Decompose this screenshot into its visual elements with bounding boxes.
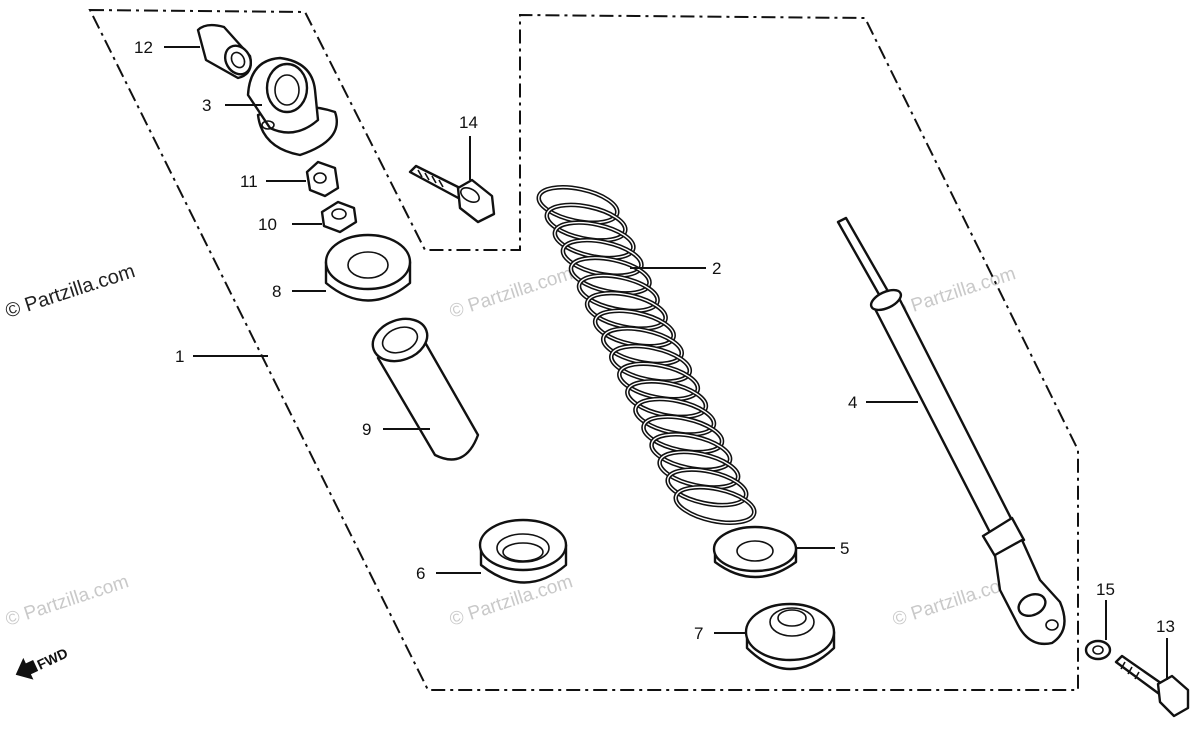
part-13-bolt: [1114, 654, 1190, 718]
part-7-lower-seat: [744, 602, 836, 671]
callout-12: 12: [134, 38, 153, 57]
forward-direction-indicator: FWD: [15, 645, 70, 680]
spring-coil-highlight: [675, 486, 755, 524]
callout-labels: 12 3 11 10 8 1 9 14 2 4 6 5 7 15 13: [134, 38, 1175, 643]
part-10-nut: [320, 200, 358, 234]
fwd-label: FWD: [34, 645, 70, 673]
callout-8: 8: [272, 282, 281, 301]
part-14-bolt: [408, 164, 496, 224]
callout-13: 13: [1156, 617, 1175, 636]
watermark-left: © Partzilla.com: [3, 260, 138, 323]
part-12-bushing: [196, 23, 253, 80]
callout-9: 9: [362, 420, 371, 439]
watermark-left-bottom: © Partzilla.com: [3, 571, 131, 631]
callout-10: 10: [258, 215, 277, 234]
part-8-spring-seat: [324, 233, 412, 302]
callout-7: 7: [694, 624, 703, 643]
leader-lines: [164, 46, 1168, 680]
callout-1: 1: [175, 347, 184, 366]
callout-11: 11: [240, 172, 258, 191]
part-6-rubber-seat: [478, 518, 568, 584]
callout-6: 6: [416, 564, 425, 583]
watermark-right-top: © Partzilla.com: [890, 263, 1018, 323]
fwd-arrow-icon: [15, 657, 39, 680]
callout-15: 15: [1096, 580, 1115, 599]
spring-coil-highlight: [666, 468, 747, 506]
part-3-upper-mount: [246, 56, 338, 157]
part-4-damper: [836, 216, 1066, 646]
callout-2: 2: [712, 259, 721, 278]
part-9-dust-tube: [371, 317, 480, 461]
part-2-coil-spring: [536, 185, 757, 525]
part-11-nut: [305, 160, 340, 198]
callout-5: 5: [840, 539, 849, 558]
callout-3: 3: [202, 96, 211, 115]
part-15-washer: [1084, 639, 1112, 661]
callout-14: 14: [459, 113, 478, 132]
part-5-washer: [712, 525, 798, 579]
callout-4: 4: [848, 393, 857, 412]
assembly-outline: [88, 8, 1079, 691]
watermark-center-top: © Partzilla.com: [447, 263, 575, 323]
